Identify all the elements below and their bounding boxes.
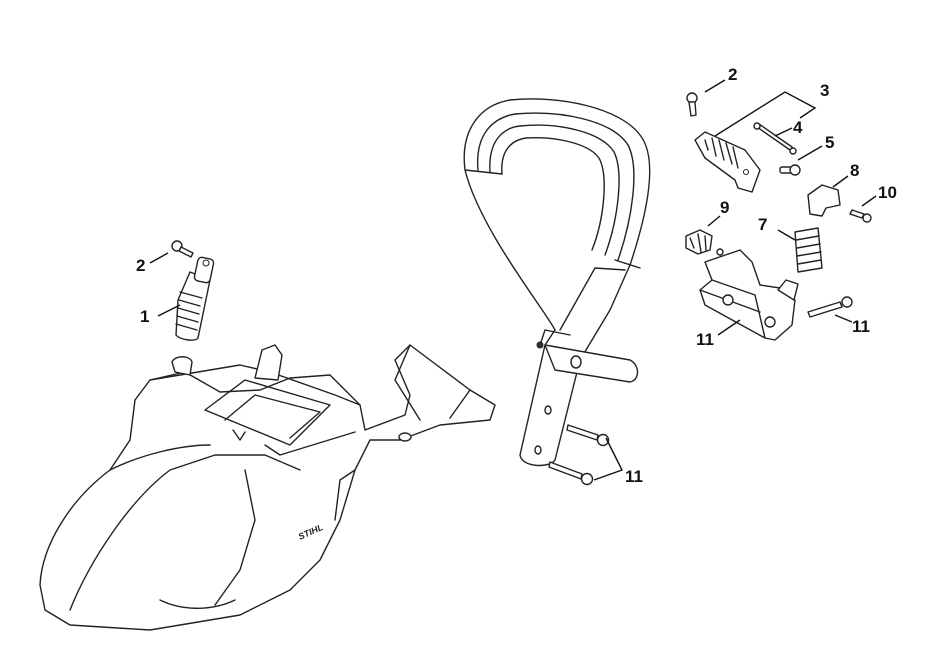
part-10-bracket xyxy=(699,248,799,341)
handlebar xyxy=(463,98,651,467)
part-11-screws-handlebar xyxy=(548,424,610,486)
callout-6: 7 xyxy=(758,215,767,234)
callout-8: 9 xyxy=(720,198,729,217)
callout-labels: 1 2 2 3 4 5 8 10 9 7 11 11 11 xyxy=(136,65,897,486)
callout-2-left: 2 xyxy=(136,256,145,275)
callout-9: 10 xyxy=(878,183,897,202)
callout-11-bracket: 11 xyxy=(852,317,870,336)
callout-5: 5 xyxy=(825,133,834,152)
part-3-buffer-assembly xyxy=(694,131,761,193)
part-11-screw-bracket xyxy=(807,296,853,318)
housing: STIHL xyxy=(39,344,496,631)
callout-2-right: 2 xyxy=(728,65,737,84)
part-7-stop xyxy=(807,184,841,217)
part-2-screw-left xyxy=(171,240,194,258)
leader-lines xyxy=(149,79,877,481)
callout-11-handlebar: 11 xyxy=(625,467,643,486)
part-9-screw xyxy=(849,209,872,223)
callout-1: 1 xyxy=(140,307,149,326)
part-1-buffer-spring xyxy=(175,256,215,341)
callout-4: 4 xyxy=(793,118,803,137)
part-4-rod xyxy=(753,122,797,155)
part-8-plug xyxy=(685,229,713,255)
part-6-spring xyxy=(794,227,823,273)
callout-10: 11 xyxy=(696,330,714,349)
callout-3: 3 xyxy=(820,81,829,100)
part-5-screw xyxy=(779,164,801,176)
callout-7: 8 xyxy=(850,161,859,180)
part-2-screw-right xyxy=(686,92,698,117)
